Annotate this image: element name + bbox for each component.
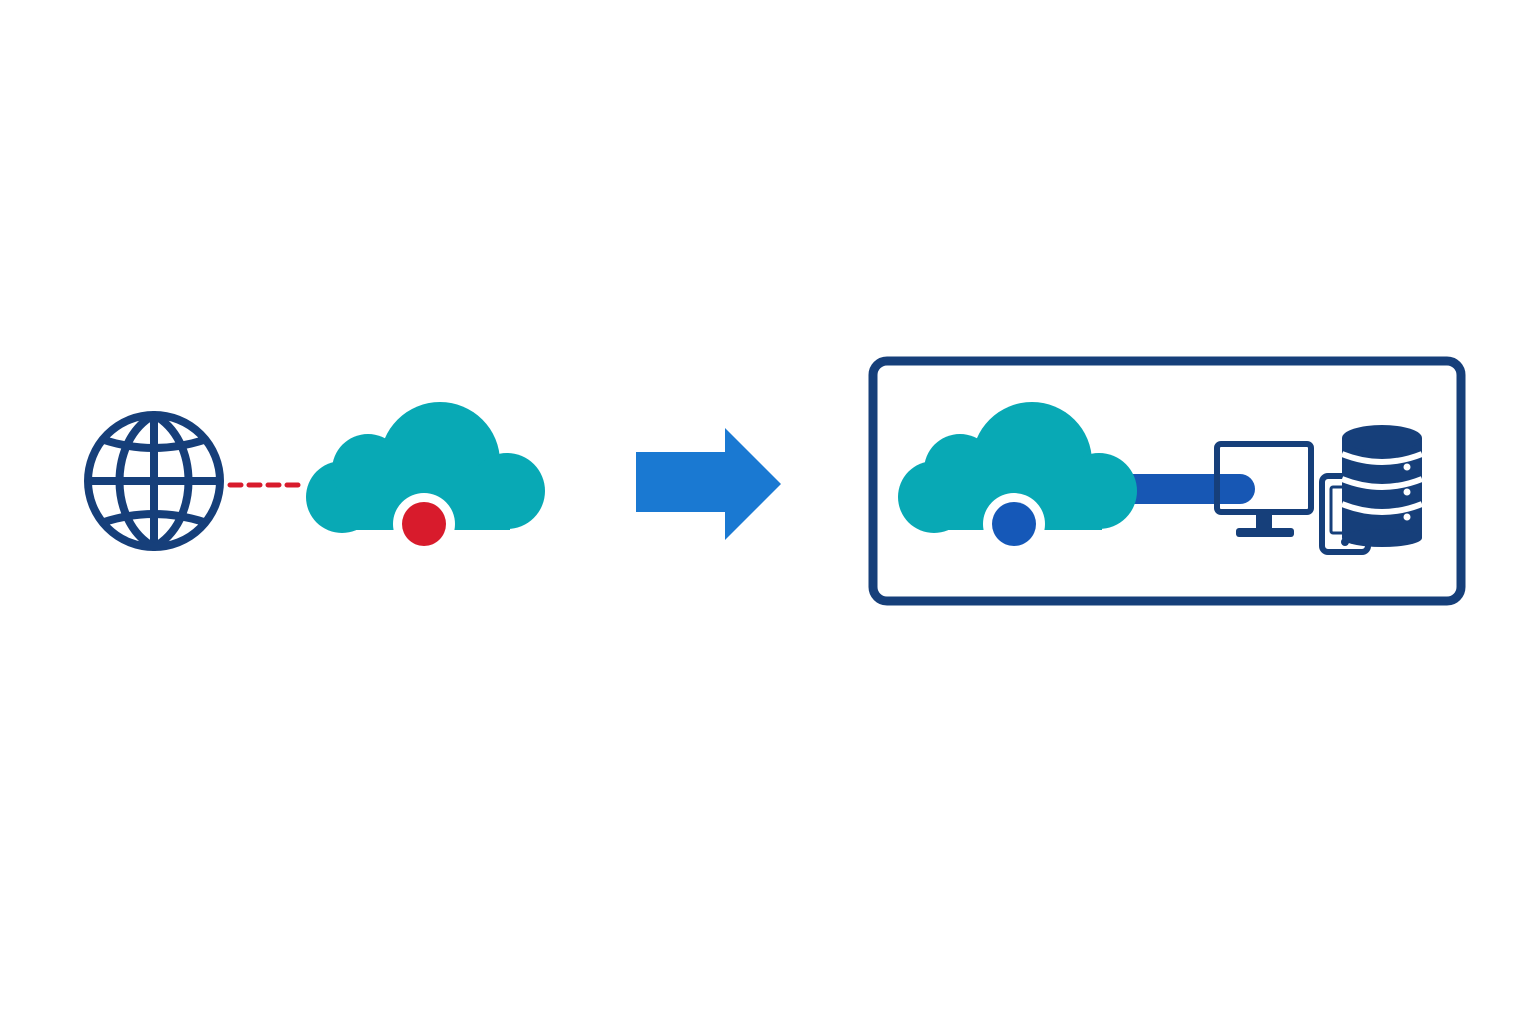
cloud-icon [898, 402, 1137, 533]
database-icon [1340, 425, 1424, 547]
status-dot-red [402, 502, 446, 546]
status-dot-blue [992, 502, 1036, 546]
globe-icon [84, 411, 224, 551]
arrow-right-icon [636, 428, 781, 540]
desktop-monitor-icon [1214, 441, 1314, 537]
